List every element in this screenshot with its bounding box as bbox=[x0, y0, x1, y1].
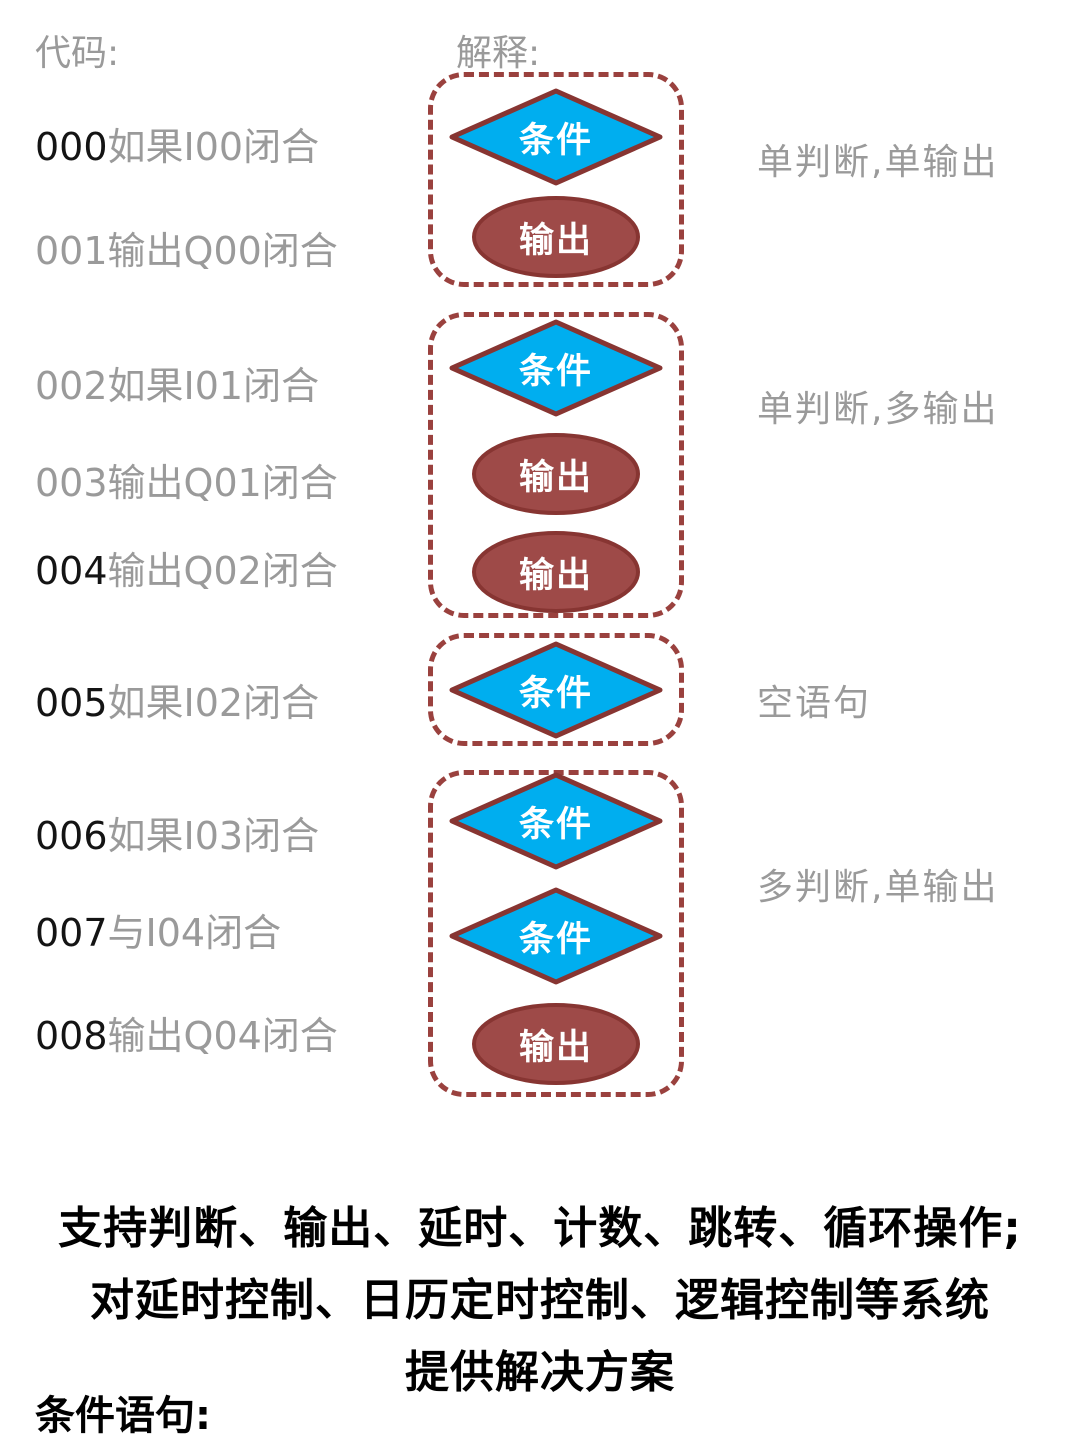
explain-column-header: 解释: bbox=[456, 33, 541, 74]
code-line-text: 与I04闭合 bbox=[107, 911, 282, 955]
condition-diamond: 条件 bbox=[446, 640, 666, 740]
flow-group-single-judge-single-output bbox=[428, 72, 684, 287]
section-note-3: 空语句 bbox=[757, 683, 872, 724]
footer-description-line-2: 对延时控制、日历定时控制、逻辑控制等系统 bbox=[90, 1275, 990, 1326]
code-line-text: 如果I01闭合 bbox=[107, 364, 320, 408]
code-line-text: 如果I03闭合 bbox=[107, 814, 320, 858]
code-line-005: 005如果I02闭合 bbox=[35, 672, 319, 727]
code-line-number: 001 bbox=[35, 229, 108, 273]
code-column-header: 代码: bbox=[35, 33, 120, 74]
shape-label: 输出 bbox=[518, 555, 593, 596]
diamond-shape-icon bbox=[449, 319, 663, 417]
ellipse-shape-icon bbox=[472, 1003, 640, 1085]
code-line-007: 007与I04闭合 bbox=[35, 902, 281, 957]
code-line-text: 如果I02闭合 bbox=[107, 681, 320, 725]
shape-label: 条件 bbox=[518, 804, 593, 845]
section-note-1: 单判断,单输出 bbox=[757, 142, 999, 183]
ellipse-shape-icon bbox=[472, 433, 640, 515]
diamond-shape-icon bbox=[449, 88, 663, 186]
condition-diamond: 条件 bbox=[446, 886, 666, 986]
code-line-text: 输出Q02闭合 bbox=[107, 549, 338, 593]
diamond-shape-icon bbox=[449, 887, 663, 985]
code-line-number: 003 bbox=[35, 461, 108, 505]
ellipse-shape-icon bbox=[472, 196, 640, 278]
output-ellipse: 输出 bbox=[470, 432, 642, 516]
code-line-number: 007 bbox=[35, 911, 108, 955]
code-line-002: 002如果I01闭合 bbox=[35, 355, 319, 410]
condition-statement-header: 条件语句: bbox=[35, 1393, 211, 1438]
footer-description-line-1: 支持判断、输出、延时、计数、跳转、循环操作; bbox=[58, 1203, 1022, 1254]
section-note-2: 单判断,多输出 bbox=[757, 389, 999, 430]
shape-label: 条件 bbox=[518, 351, 593, 392]
code-line-003: 003输出Q01闭合 bbox=[35, 452, 338, 507]
ellipse-shape-icon bbox=[472, 531, 640, 613]
footer-description-line-3: 提供解决方案 bbox=[405, 1347, 675, 1398]
output-ellipse: 输出 bbox=[470, 195, 642, 279]
output-ellipse: 输出 bbox=[470, 1002, 642, 1086]
code-line-number: 004 bbox=[35, 549, 108, 593]
diamond-shape-icon bbox=[449, 772, 663, 870]
shape-label: 条件 bbox=[518, 673, 593, 714]
shape-label: 输出 bbox=[518, 220, 593, 261]
code-line-text: 如果I00闭合 bbox=[107, 125, 320, 169]
shape-label: 输出 bbox=[518, 457, 593, 498]
code-line-008: 008输出Q04闭合 bbox=[35, 1005, 338, 1060]
condition-diamond: 条件 bbox=[446, 87, 666, 187]
code-line-004: 004输出Q02闭合 bbox=[35, 540, 338, 595]
code-line-text: 输出Q04闭合 bbox=[107, 1014, 338, 1058]
code-line-text: 输出Q00闭合 bbox=[107, 229, 338, 273]
code-line-text: 输出Q01闭合 bbox=[107, 461, 338, 505]
shape-label: 条件 bbox=[518, 919, 593, 960]
shape-label: 输出 bbox=[518, 1027, 593, 1068]
condition-diamond: 条件 bbox=[446, 318, 666, 418]
condition-diamond: 条件 bbox=[446, 771, 666, 871]
shape-label: 条件 bbox=[518, 120, 593, 161]
flow-group-empty-statement bbox=[428, 633, 684, 746]
code-line-number: 002 bbox=[35, 364, 108, 408]
section-note-4: 多判断,单输出 bbox=[757, 867, 999, 908]
code-line-006: 006如果I03闭合 bbox=[35, 805, 319, 860]
diamond-shape-icon bbox=[449, 641, 663, 739]
code-line-number: 006 bbox=[35, 814, 108, 858]
flow-group-single-judge-multi-output bbox=[428, 312, 684, 618]
code-line-number: 005 bbox=[35, 681, 108, 725]
code-line-001: 001输出Q00闭合 bbox=[35, 220, 338, 275]
code-line-000: 000如果I00闭合 bbox=[35, 116, 319, 171]
code-line-number: 000 bbox=[35, 125, 108, 169]
code-line-number: 008 bbox=[35, 1014, 108, 1058]
output-ellipse: 输出 bbox=[470, 530, 642, 614]
